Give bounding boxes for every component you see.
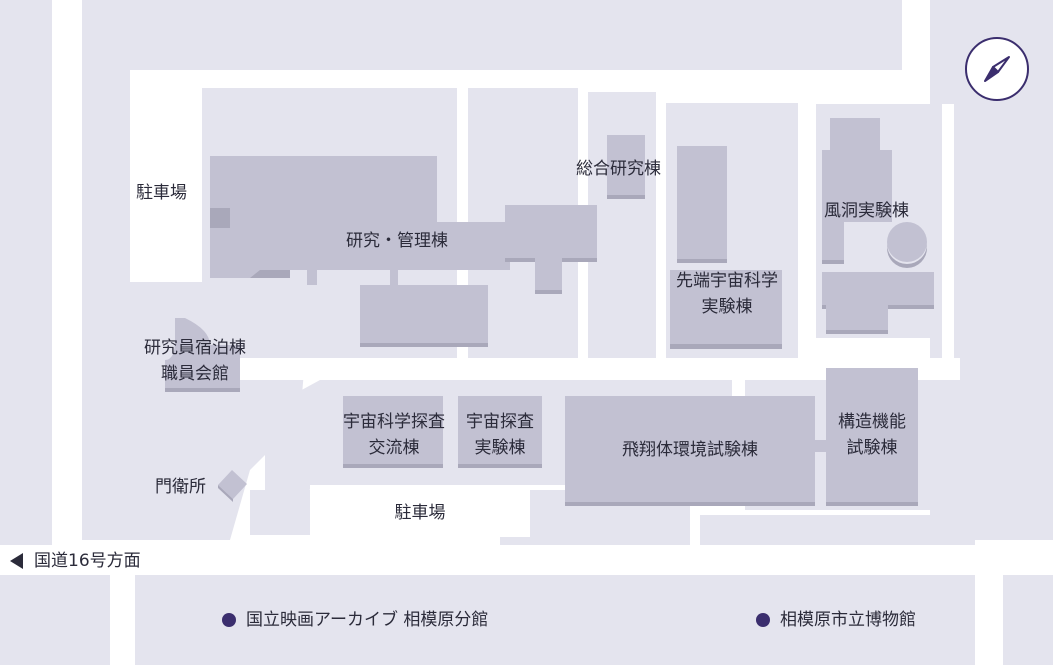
building-space-exchange [343, 396, 443, 466]
label-space-exchange-line1: 宇宙科学探査 [343, 412, 445, 432]
paths [0, 80, 1053, 665]
label-structure-line1: 構造機能 [838, 412, 906, 432]
label-wind-tunnel: 風洞実験棟 [824, 201, 909, 221]
label-space-exploration-line2: 実験棟 [474, 438, 526, 458]
label-structure: 構造機能 試験棟 [826, 411, 918, 459]
label-advanced-space-line1: 先端宇宙科学 [676, 271, 778, 291]
compass-icon [965, 37, 1029, 101]
building-research-admin [210, 156, 597, 347]
label-lodging: 研究員宿泊棟 職員会館 [128, 337, 262, 385]
label-gate: 門衛所 [155, 477, 206, 497]
label-lodging-line2: 職員会館 [161, 364, 229, 384]
building-advanced-space [677, 146, 727, 261]
label-parking-south: 駐車場 [394, 503, 446, 523]
building-general-research [607, 135, 645, 197]
left-arrow-icon [10, 553, 23, 569]
label-advanced-space: 先端宇宙科学 実験棟 [660, 270, 794, 318]
circle-bullet-icon [756, 613, 770, 627]
label-space-exploration: 宇宙探査 実験棟 [455, 411, 545, 459]
label-space-exchange-line2: 交流棟 [368, 438, 420, 458]
building-lodging [165, 318, 240, 390]
label-space-exploration-line1: 宇宙探査 [466, 412, 534, 432]
building-flight-test [565, 396, 815, 504]
label-general-research: 総合研究棟 [576, 159, 661, 179]
label-advanced-space-line2: 実験棟 [701, 297, 753, 317]
label-flight-test: 飛翔体環境試験棟 [622, 440, 758, 460]
label-research-admin: 研究・管理棟 [346, 231, 448, 251]
label-city-museum[interactable]: 相模原市立博物館 [780, 610, 916, 630]
building-gate [218, 470, 247, 499]
building-wind-tunnel [830, 118, 880, 153]
circle-bullet-icon [222, 613, 236, 627]
label-space-exchange: 宇宙科学探査 交流棟 [330, 411, 458, 459]
label-film-archive[interactable]: 国立映画アーカイブ 相模原分館 [246, 610, 489, 630]
label-route16[interactable]: 国道16号方面 [34, 551, 141, 571]
building-structure [826, 368, 918, 504]
label-structure-line2: 試験棟 [846, 438, 898, 458]
label-parking-west: 駐車場 [136, 183, 187, 203]
building-space-exploration [458, 396, 542, 466]
label-lodging-line1: 研究員宿泊棟 [144, 338, 246, 358]
buildings [165, 118, 934, 506]
